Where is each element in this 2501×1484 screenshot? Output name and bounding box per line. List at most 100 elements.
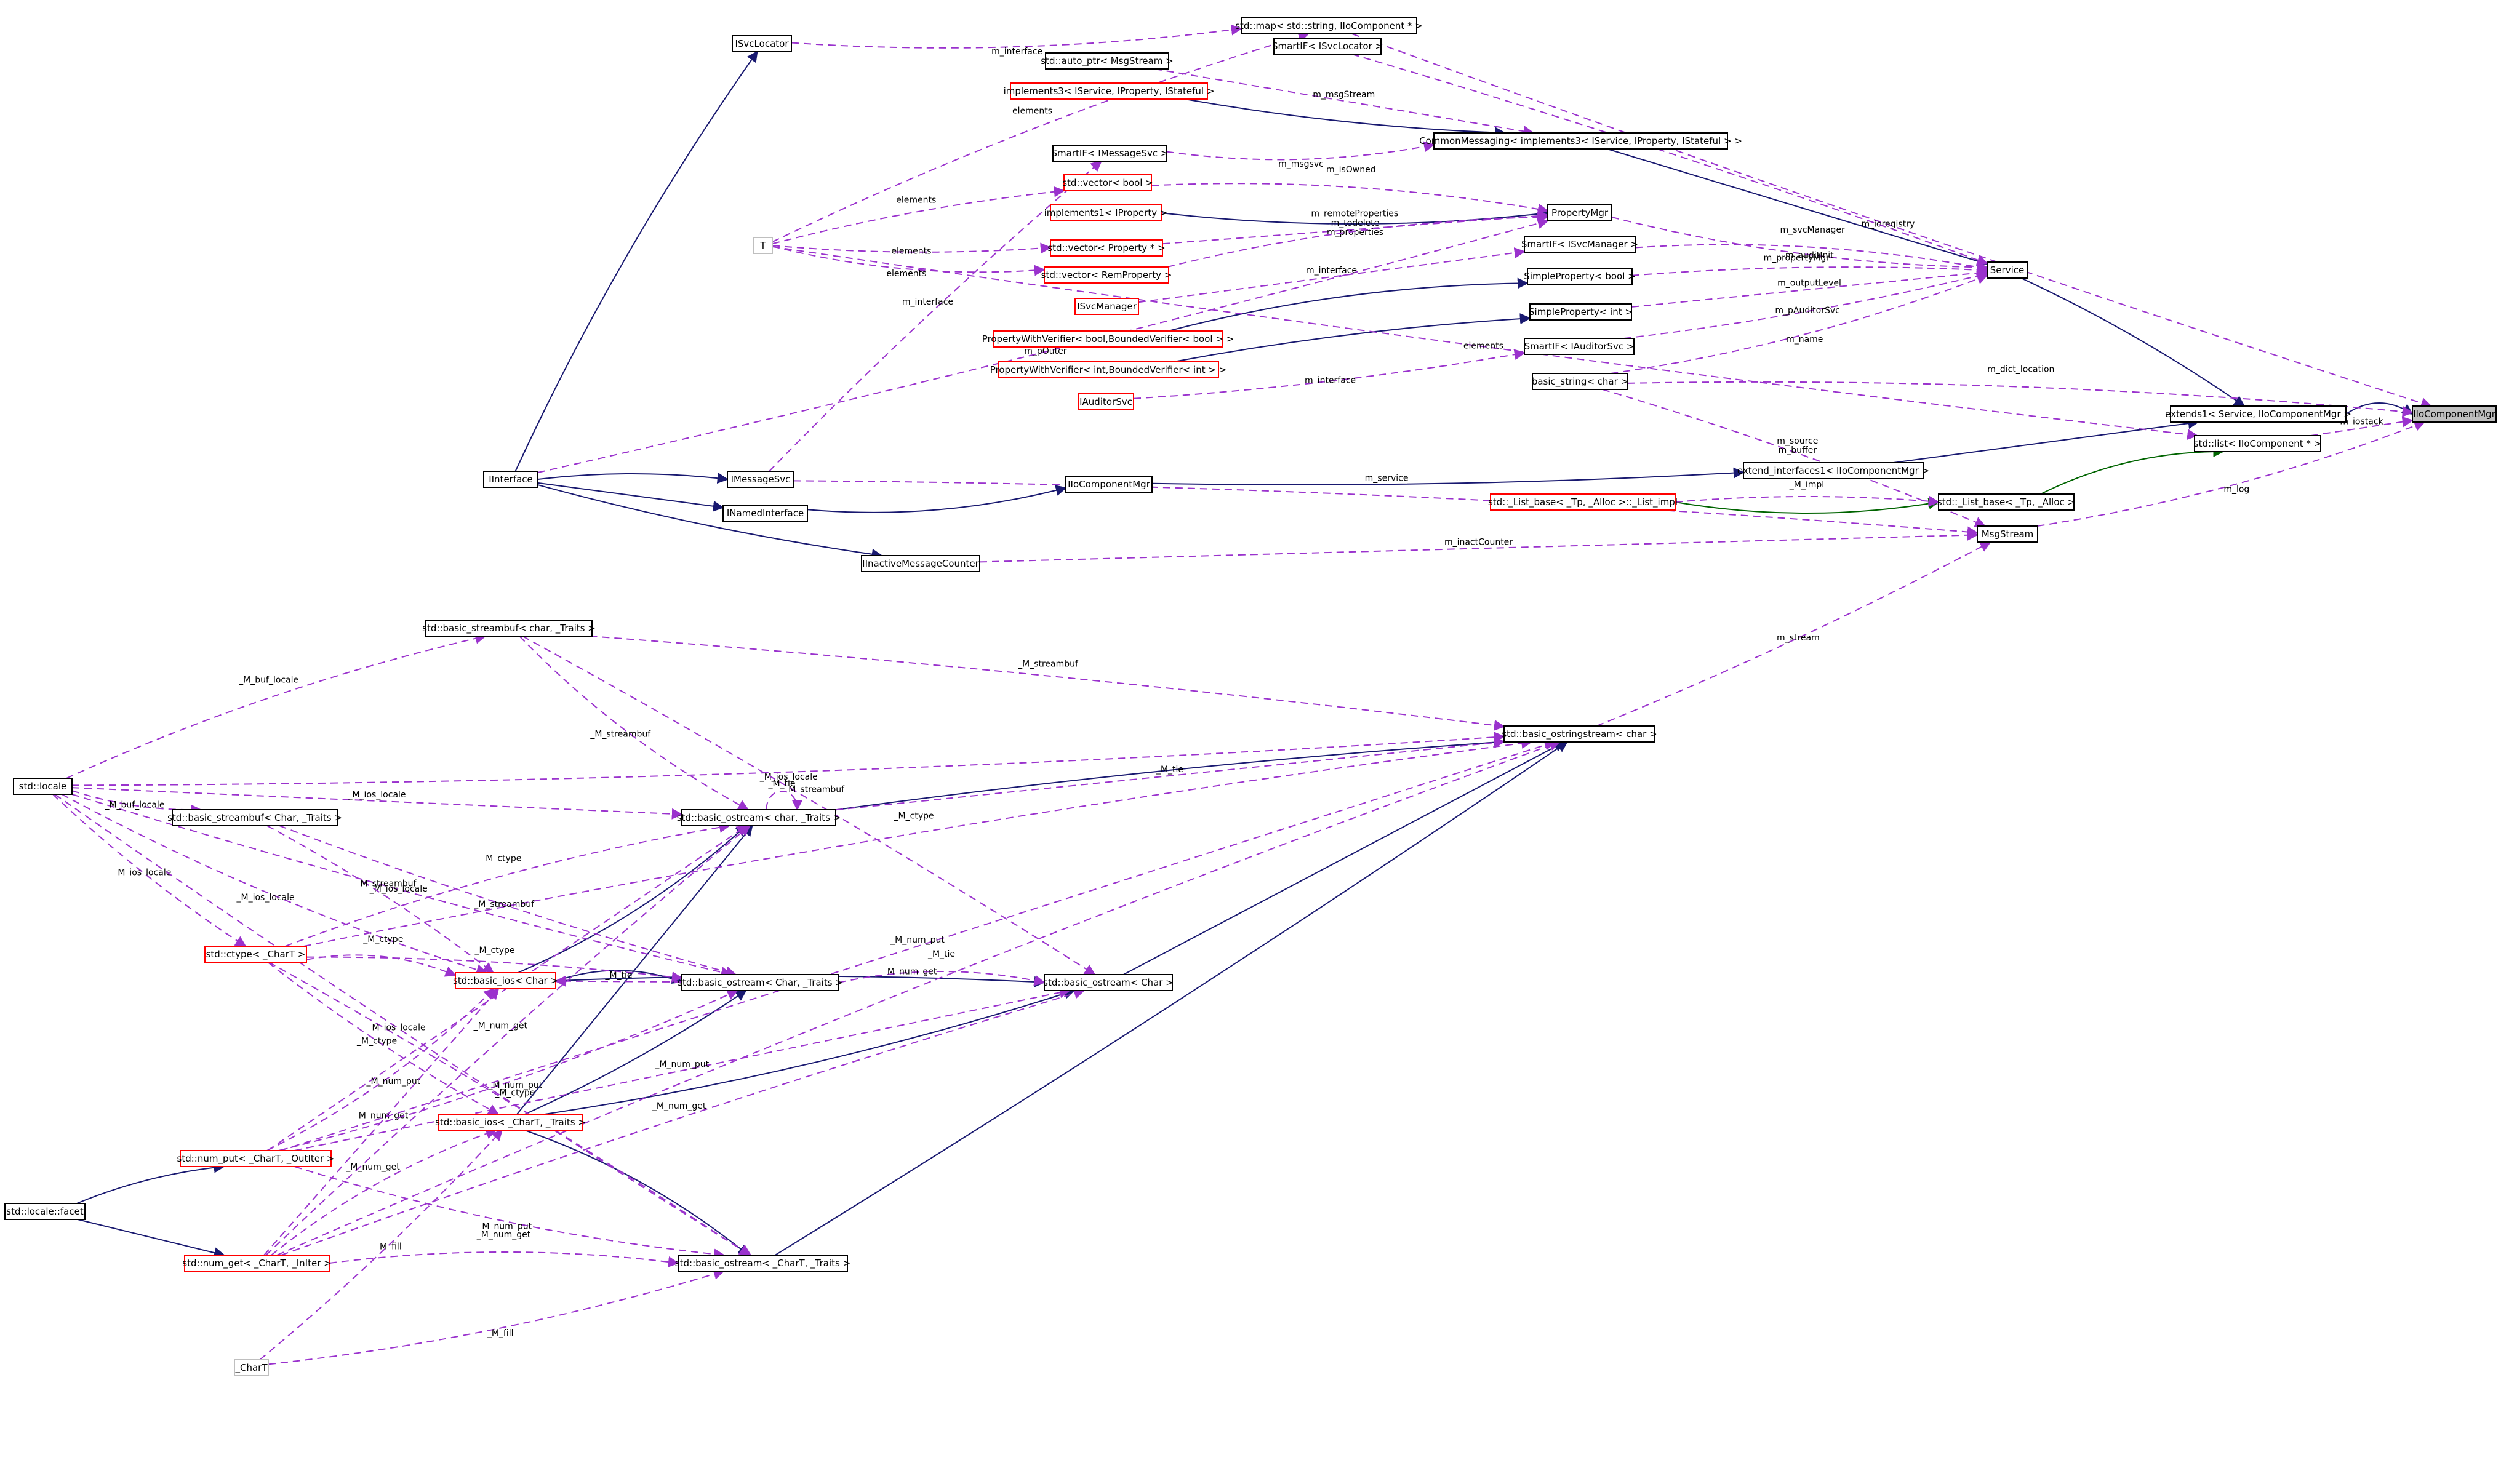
edge-stdlist-to-IIoComponentMgr: m_iostack xyxy=(2310,416,2414,436)
edge-ListImpl-to-ListBase: _M_impl xyxy=(1675,480,1940,507)
class-node-ISvcManager[interactable]: ISvcManager xyxy=(1074,298,1139,315)
edge-label: _M_streambuf xyxy=(1017,660,1079,669)
class-node-ostreamCharT[interactable]: std::basic_ostream< _CharT, _Traits > xyxy=(675,1255,850,1272)
node-box xyxy=(1743,462,1924,479)
class-node-stdmap[interactable]: std::map< std::string, IIoComponent * > xyxy=(1235,17,1423,34)
edge-numget-to-ostreamChar: _M_num_get xyxy=(265,824,751,1256)
class-node-SimplePropertyBool[interactable]: SimpleProperty< bool > xyxy=(1524,268,1636,285)
class-node-basicios[interactable]: std::basic_ios< Char > xyxy=(453,972,558,989)
class-node-streambufCharT[interactable]: std::basic_streambuf< Char, _Traits > xyxy=(167,809,342,826)
class-node-IInterface[interactable]: IInterface xyxy=(483,471,538,488)
edge-label: _M_num_put xyxy=(890,935,945,945)
class-node-ListImpl[interactable]: std::_List_base< _Tp, _Alloc >::_List_im… xyxy=(1488,493,1678,511)
class-node-locale[interactable]: std::locale xyxy=(13,778,73,795)
class-node-extendif1[interactable]: extend_interfaces1< IIoComponentMgr > xyxy=(1737,462,1929,479)
edge-line xyxy=(766,791,803,811)
class-node-PropertyMgr[interactable]: PropertyMgr xyxy=(1547,204,1612,221)
class-node-CharT[interactable]: _CharT xyxy=(234,1359,269,1376)
class-node-streambufChar[interactable]: std::basic_streambuf< char, _Traits > xyxy=(422,620,596,637)
class-node-Service[interactable]: Service xyxy=(1987,261,2028,279)
edge-line xyxy=(524,989,747,1115)
class-node-PVBool[interactable]: PropertyWithVerifier< bool,BoundedVerifi… xyxy=(982,330,1234,348)
class-node-vecbool[interactable]: std::vector< bool > xyxy=(1062,174,1153,191)
class-node-IIoComponentMgrBase[interactable]: IIoComponentMgr xyxy=(1065,476,1153,493)
class-node-facet[interactable]: std::locale::facet xyxy=(4,1203,86,1220)
edge-line xyxy=(807,485,1067,513)
class-node-numget[interactable]: std::num_get< _CharT, _InIter > xyxy=(182,1255,332,1272)
class-node-IAuditorSvc[interactable]: IAuditorSvc xyxy=(1078,393,1134,410)
node-label: MsgStream xyxy=(1982,529,2034,540)
edge-line xyxy=(285,821,730,947)
class-node-MsgStream[interactable]: MsgStream xyxy=(1977,525,2038,543)
class-node-implements1[interactable]: implements1< IProperty > xyxy=(1044,204,1168,221)
class-node-ostreamChar[interactable]: std::basic_ostream< char, _Traits > xyxy=(677,809,841,826)
class-node-INamedInterface[interactable]: INamedInterface xyxy=(722,505,808,522)
edge-ISvcLocator-to-stdmap: m_interface xyxy=(791,24,1242,57)
edge-label: m_name xyxy=(1786,335,1823,345)
class-node-ctype[interactable]: std::ctype< _CharT > xyxy=(204,946,307,963)
edge-label: _M_ctype xyxy=(481,853,521,863)
node-box xyxy=(4,1203,86,1220)
class-node-IIoComponentMgr[interactable]: IIoComponentMgr xyxy=(2412,405,2497,423)
class-node-ListBase[interactable]: std::_List_base< _Tp, _Alloc > xyxy=(1937,493,2075,511)
edge-line xyxy=(71,732,1505,786)
node-box xyxy=(438,1114,583,1131)
class-node-SmartIFSvcManager[interactable]: SmartIF< ISvcManager > xyxy=(1521,236,1638,253)
class-node-T[interactable]: T xyxy=(753,237,773,254)
class-node-SmartIFAuditorSvc[interactable]: SmartIF< IAuditorSvc > xyxy=(1524,338,1635,355)
edge-line xyxy=(1161,208,1549,225)
class-node-IMessageSvc[interactable]: IMessageSvc xyxy=(727,471,794,488)
class-node-ostringstream[interactable]: std::basic_ostringstream< char > xyxy=(1502,725,1657,743)
edge-ctype-to-iosCharT: _M_ctype xyxy=(267,962,500,1115)
edge-line xyxy=(294,987,1071,1151)
node-box xyxy=(681,809,836,826)
edge-line xyxy=(1596,541,1991,727)
class-node-IInactive[interactable]: IInactiveMessageCounter xyxy=(861,555,980,572)
edge-CharT-to-ostreamCharT: _M_fill xyxy=(268,1269,725,1365)
node-label: std::basic_ostream< _CharT, _Traits > xyxy=(675,1258,850,1269)
edge-label: m_pAuditorSvc xyxy=(1775,306,1839,316)
class-node-CommonMessaging[interactable]: CommonMessaging< implements3< IService, … xyxy=(1419,132,1742,150)
node-label: extend_interfaces1< IIoComponentMgr > xyxy=(1737,465,1929,477)
node-label: std::ctype< _CharT > xyxy=(206,949,306,960)
edge-numput-to-ostringstream: _M_num_put xyxy=(280,740,1556,1151)
class-node-ostreamCharTr[interactable]: std::basic_ostream< Char, _Traits > xyxy=(678,974,843,991)
edge-label: m_isOwned xyxy=(1326,165,1376,175)
node-box xyxy=(727,471,794,488)
node-label: std::vector< bool > xyxy=(1062,177,1153,188)
class-node-extends1[interactable]: extends1< Service, IIoComponentMgr > xyxy=(2165,405,2351,423)
class-node-stdlist[interactable]: std::list< IIoComponent * > xyxy=(2194,435,2321,452)
edge-label: m_service xyxy=(1365,474,1409,484)
class-node-SmartIFSvcLocator[interactable]: SmartIF< ISvcLocator > xyxy=(1272,38,1383,55)
edge-autoptr-to-CommonMessaging: m_msgStream xyxy=(1154,68,1535,137)
edge-line xyxy=(303,738,1533,947)
edge-vecbool-to-PropertyMgr: m_isOwned xyxy=(1151,165,1549,215)
node-box xyxy=(1010,82,1208,100)
node-box xyxy=(1987,261,2028,279)
class-node-numput[interactable]: std::num_put< _CharT, _OutIter > xyxy=(177,1150,335,1167)
edge-line xyxy=(772,245,2199,441)
node-box xyxy=(2412,405,2497,423)
edge-streambufCharT-to-basicios: _M_streambuf xyxy=(266,825,494,974)
edge-label: m_outputLevel xyxy=(1777,279,1841,289)
class-node-SmartIFMessageSvc[interactable]: SmartIF< IMessageSvc > xyxy=(1052,145,1169,162)
class-node-autoptr[interactable]: std::auto_ptr< MsgStream > xyxy=(1041,52,1174,70)
edge-label: _M_buf_locale xyxy=(104,800,164,810)
node-label: IIoComponentMgr xyxy=(1068,479,1151,490)
node-box xyxy=(184,1255,330,1272)
class-node-PVInt[interactable]: PropertyWithVerifier< int,BoundedVerifie… xyxy=(990,361,1227,378)
class-node-ostreamCharOnly[interactable]: std::basic_ostream< Char > xyxy=(1043,974,1174,991)
node-box xyxy=(483,471,538,488)
edge-label: m_buffer xyxy=(1779,445,1817,455)
class-node-vecremprop[interactable]: std::vector< RemProperty > xyxy=(1041,266,1172,284)
edge-label: _M_ios_locale xyxy=(236,893,295,903)
edge-line xyxy=(1138,247,1526,303)
class-node-basicstring[interactable]: basic_string< char > xyxy=(1532,373,1628,390)
class-node-iosCharT[interactable]: std::basic_ios< _CharT, _Traits > xyxy=(435,1114,586,1131)
class-node-ISvcLocator[interactable]: ISvcLocator xyxy=(732,35,792,52)
edge-line xyxy=(66,632,487,779)
class-node-vecprop[interactable]: std::vector< Property * > xyxy=(1047,239,1166,257)
class-node-implements3[interactable]: implements3< IService, IProperty, IState… xyxy=(1004,82,1215,100)
edge-label: _M_ios_locale xyxy=(367,1023,426,1033)
class-node-SimplePropertyInt[interactable]: SimpleProperty< int > xyxy=(1529,303,1633,321)
